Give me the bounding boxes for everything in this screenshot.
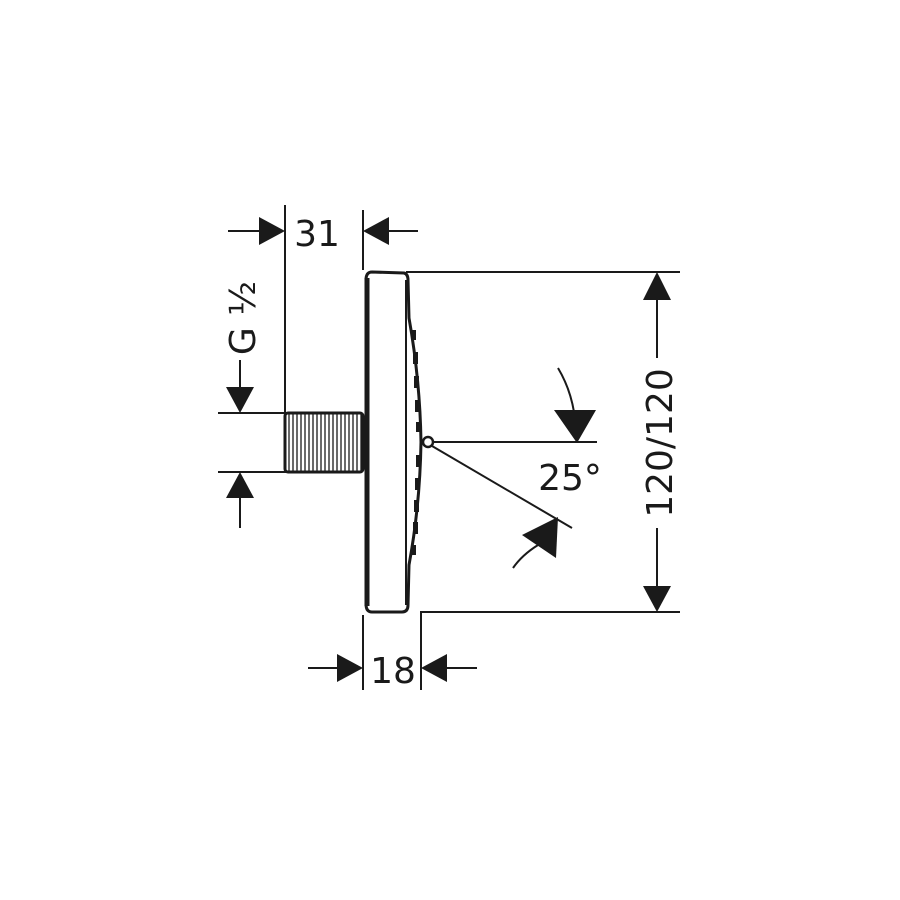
angle-arc [557,367,575,413]
angle-25: 25° [431,367,602,569]
dimension-label-18: 18 [370,651,416,692]
arrow-down-icon [226,387,254,413]
dimension-label-31: 31 [294,214,340,255]
angle-arc [512,544,539,569]
angle-label: 25° [538,458,602,499]
arrow-down-icon [643,586,671,612]
arrow-right-icon [259,217,285,245]
dimension-label-120: 120/120 [640,368,681,518]
thread-label: G ½ [223,281,264,355]
arrow-right-icon [337,654,363,682]
ball-joint-icon [421,435,435,449]
arrow-up-icon [643,272,671,300]
dimension-18: 18 [308,612,477,692]
arrow-up-right-icon [522,517,558,558]
arrow-left-icon [421,654,447,682]
arrow-up-icon [226,472,254,498]
dimension-thread: G ½ [218,281,290,528]
tilt-line [431,445,573,529]
shower-head [364,270,435,614]
arrow-left-icon [363,217,389,245]
spray-nozzles [411,330,421,555]
dimension-120: 120/120 [406,271,681,613]
dimension-31: 31 [228,205,418,413]
arrow-down-icon [554,410,596,443]
threaded-connector [283,411,365,474]
